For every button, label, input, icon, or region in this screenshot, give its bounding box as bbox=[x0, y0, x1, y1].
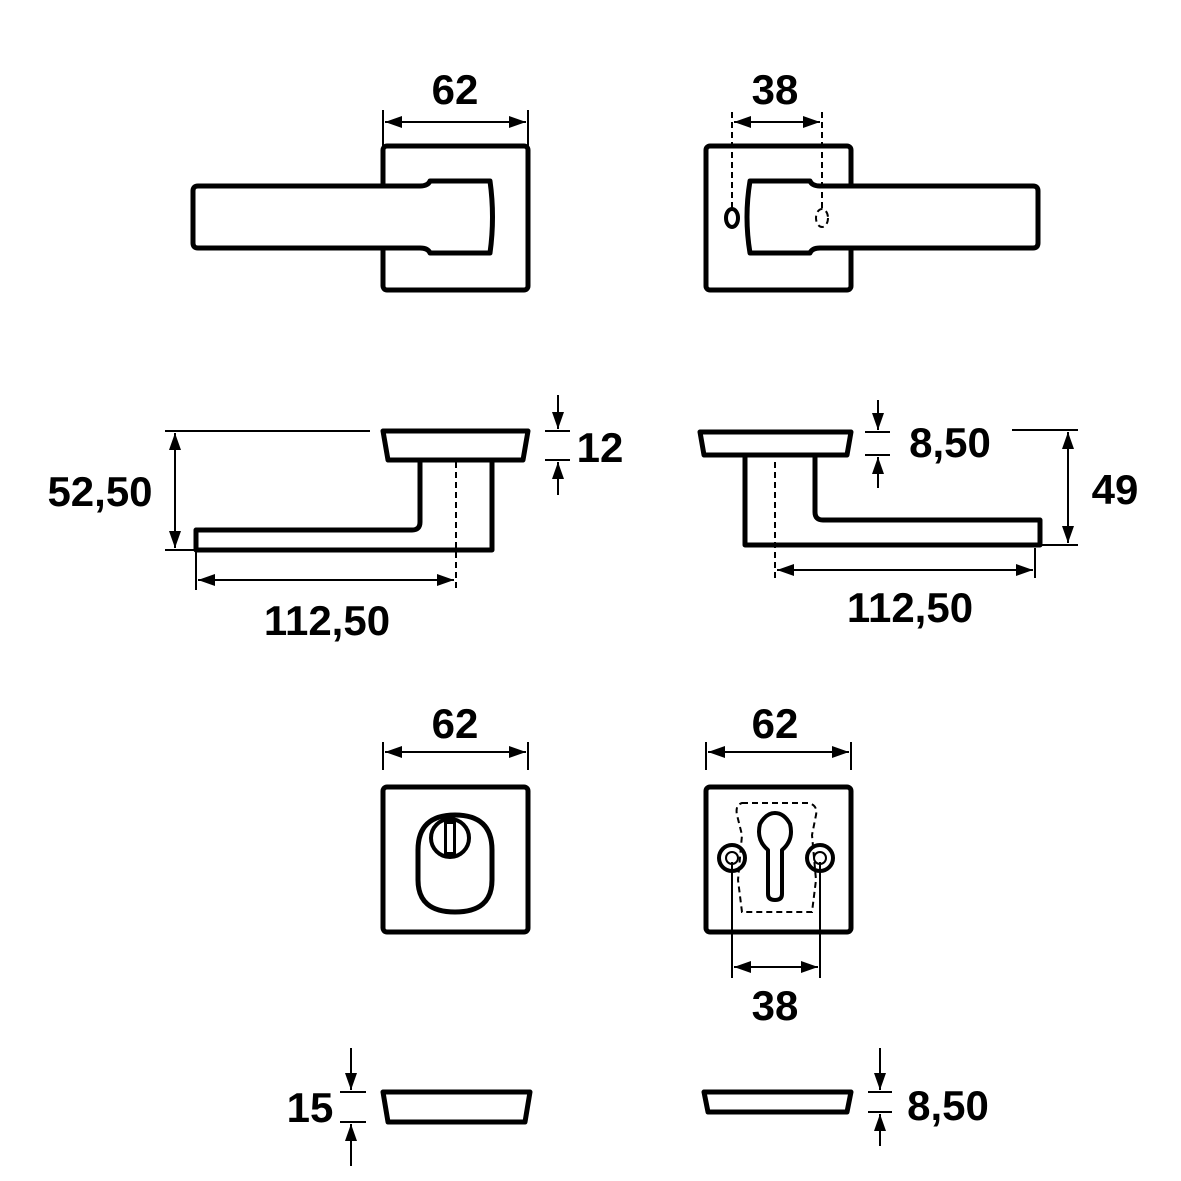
lever-side-view-left: 52,50 112,50 12 bbox=[47, 395, 623, 644]
dimension-label-12: 12 bbox=[577, 424, 624, 471]
privacy-escutcheon: 62 bbox=[380, 700, 531, 935]
escutcheon-oval bbox=[415, 812, 495, 915]
privacy-turn-icon bbox=[429, 817, 471, 859]
dimension-label-38: 38 bbox=[752, 66, 799, 113]
lever-handle bbox=[190, 178, 495, 256]
dimension-label-112-50: 112,50 bbox=[847, 584, 973, 631]
lever-handle bbox=[744, 178, 1041, 256]
dimension-label-62: 62 bbox=[752, 700, 799, 747]
lever-side-view-right: 8,50 49 112,50 bbox=[697, 400, 1139, 631]
rose-profile bbox=[380, 428, 531, 463]
lever-profile bbox=[193, 457, 495, 553]
dimension-label-49: 49 bbox=[1092, 466, 1139, 513]
dimension-label-112-50: 112,50 bbox=[264, 597, 390, 644]
dimension-label-15: 15 bbox=[287, 1084, 334, 1131]
hidden-backplate-outline bbox=[735, 802, 818, 913]
dimension-label-62: 62 bbox=[432, 66, 479, 113]
dimension-label-8-50: 8,50 bbox=[907, 1082, 989, 1129]
lever-front-view-left: 62 bbox=[190, 66, 531, 293]
dimension-label-62: 62 bbox=[432, 700, 479, 747]
keyhole-icon bbox=[757, 811, 793, 902]
dimension-label-52-50: 52,50 bbox=[47, 468, 152, 515]
escutcheon-profile-right: 8,50 bbox=[701, 1048, 989, 1146]
lever-front-view-right: 38 bbox=[703, 66, 1041, 293]
escutcheon-profile-left: 15 bbox=[287, 1048, 533, 1166]
privacy-spindle-hole bbox=[724, 207, 740, 229]
lever-profile bbox=[742, 452, 1043, 548]
rose-profile bbox=[697, 429, 854, 458]
dimension-label-8-50: 8,50 bbox=[909, 419, 991, 466]
cylinder-escutcheon: 38 62 bbox=[703, 700, 854, 1029]
hidden-spindle-hole bbox=[815, 208, 829, 228]
dimension-label-38: 38 bbox=[752, 982, 799, 1029]
